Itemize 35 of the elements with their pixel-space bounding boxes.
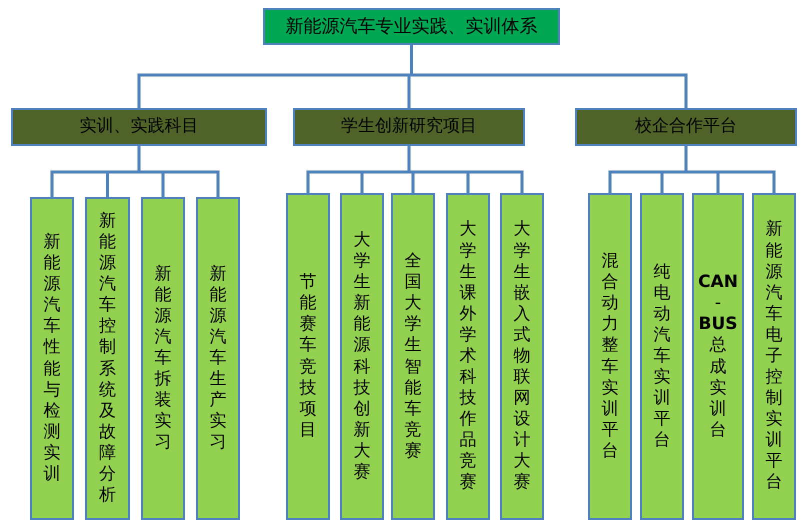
leaf-box bbox=[340, 193, 384, 520]
node-text: 新能源汽车专业实践、实训体系 bbox=[286, 15, 538, 39]
node-text: 大学生课外学术科技作品竞赛 bbox=[460, 219, 476, 494]
leaf-box bbox=[588, 193, 632, 520]
category-box bbox=[11, 108, 267, 146]
leaf-box bbox=[85, 197, 130, 520]
node-text: 实训、实践科目 bbox=[80, 115, 198, 138]
node-text: 节能赛车竞技项目 bbox=[300, 272, 316, 441]
leaf-box bbox=[391, 193, 435, 520]
node-text: 纯电动汽车实训平台 bbox=[654, 262, 670, 452]
leaf-box bbox=[196, 197, 240, 520]
node-text: 全国大学生智能车竞赛 bbox=[404, 251, 422, 462]
node-text: 校企合作平台 bbox=[635, 115, 737, 138]
leaf-box bbox=[500, 193, 544, 520]
category-box bbox=[575, 108, 797, 146]
leaf-box bbox=[692, 193, 744, 520]
node-text: 大学生嵌入式物联网设计大赛 bbox=[514, 219, 530, 494]
connector-line bbox=[410, 45, 688, 108]
node-text: 混合动力整车实训平台 bbox=[602, 251, 618, 462]
node-text: 新能源汽车控制系统及故障分析 bbox=[99, 210, 116, 506]
node-text: 大学生新能源科技创新大赛 bbox=[354, 230, 370, 483]
category-box bbox=[293, 108, 525, 146]
leaf-box bbox=[141, 197, 185, 520]
leaf-box bbox=[30, 197, 74, 520]
node-text: 新能源汽车电子控制实训平台 bbox=[766, 219, 782, 494]
leaf-box bbox=[752, 193, 796, 520]
node-text: 新能源汽车拆装实习 bbox=[154, 264, 172, 454]
root-box bbox=[263, 8, 560, 45]
node-text: CAN-BUS总成实训台 bbox=[698, 272, 738, 441]
node-text: 新能源汽车性能与检测实训 bbox=[44, 232, 60, 485]
leaf-box bbox=[446, 193, 490, 520]
leaf-box bbox=[286, 193, 330, 520]
node-text: 学生创新研究项目 bbox=[341, 115, 477, 138]
leaf-box bbox=[640, 193, 684, 520]
node-text: 新能源汽车生产实习 bbox=[210, 264, 226, 454]
